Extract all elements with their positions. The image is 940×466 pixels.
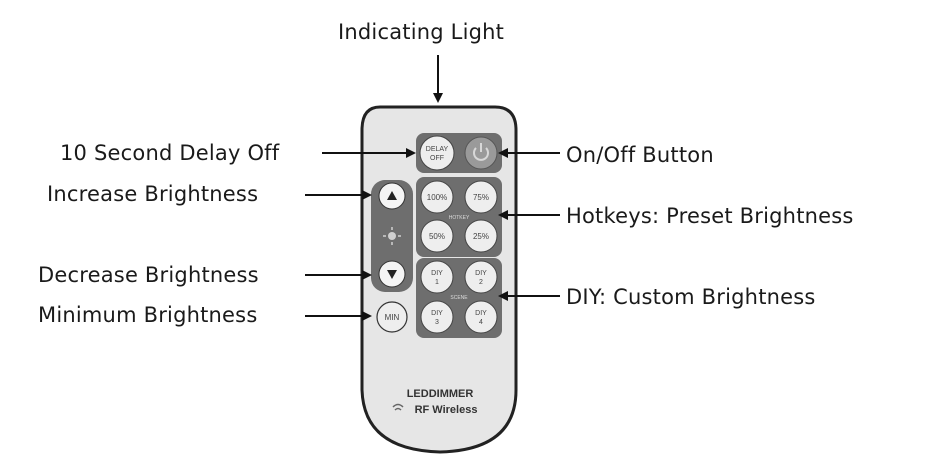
label-minimum-brightness: Minimum Brightness [38,303,258,327]
label-on-off-button: On/Off Button [566,143,714,167]
brightness-icon [383,227,401,245]
label-indicating-light: Indicating Light [338,20,505,44]
diy-3-label-1: DIY [431,310,443,317]
diy-3-label-2: 3 [435,319,439,326]
preset-75-label: 75% [473,193,489,202]
label-diy: DIY: Custom Brightness [566,285,816,309]
brand-name: LEDDIMMER [407,388,474,400]
power-button[interactable] [464,136,498,170]
diy-3-button[interactable]: DIY 3 [420,300,454,334]
preset-100-button[interactable]: 100% [420,180,454,214]
label-decrease-brightness: Decrease Brightness [38,263,259,287]
diy-1-label-1: DIY [431,270,443,277]
min-button[interactable]: MIN [376,301,408,333]
delay-label-2: OFF [430,155,444,162]
diy-1-button[interactable]: DIY 1 [420,260,454,294]
diy-2-label-2: 2 [479,279,483,286]
label-delay-off: 10 Second Delay Off [60,141,280,165]
preset-25-label: 25% [473,232,489,241]
preset-75-button[interactable]: 75% [464,180,498,214]
hotkey-panel-label: HOTKEY [449,215,470,221]
diy-4-button[interactable]: DIY 4 [464,300,498,334]
decrease-button[interactable] [378,260,406,288]
diy-4-label-1: DIY [475,310,487,317]
diy-1-label-2: 1 [435,279,439,286]
preset-50-label: 50% [429,232,445,241]
preset-50-button[interactable]: 50% [420,219,454,253]
triangle-down-icon [387,270,397,279]
brand-subtitle: RF Wireless [415,404,478,416]
diy-4-label-2: 4 [479,319,483,326]
min-label: MIN [385,313,400,322]
callout-arrows [305,55,560,321]
preset-25-button[interactable]: 25% [464,219,498,253]
power-icon [473,143,489,161]
diy-2-label-1: DIY [475,270,487,277]
triangle-up-icon [387,191,397,200]
label-increase-brightness: Increase Brightness [47,182,259,206]
wireless-icon [392,403,404,411]
diy-2-button[interactable]: DIY 2 [464,260,498,294]
delay-label-1: DELAY [426,146,449,153]
delay-off-button[interactable]: DELAY OFF [419,135,455,171]
preset-100-label: 100% [427,193,447,202]
label-hotkeys: Hotkeys: Preset Brightness [566,204,854,228]
scene-panel-label: SCENE [450,295,468,301]
increase-button[interactable] [378,182,406,210]
